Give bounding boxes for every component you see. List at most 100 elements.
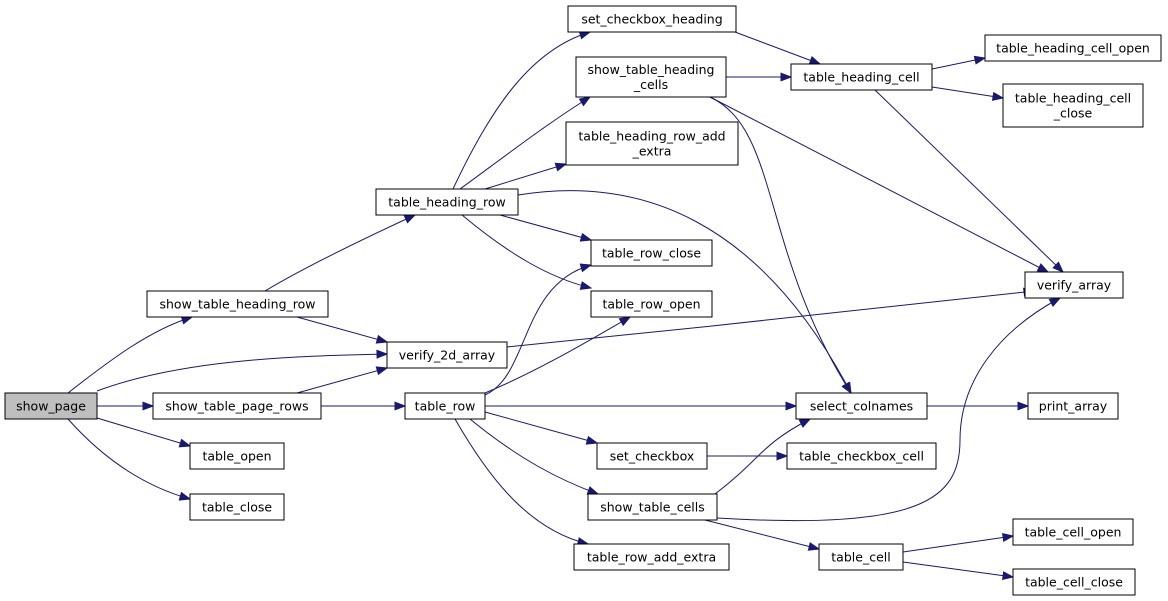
node-table_row_add_extra[interactable]: table_row_add_extra	[573, 543, 730, 571]
node-table_row[interactable]: table_row	[404, 392, 486, 420]
node-print_array[interactable]: print_array	[1027, 392, 1119, 420]
arrowhead	[178, 491, 192, 501]
edge-table_heading_row-to-show_table_heading_cells	[459, 96, 592, 190]
node-table_close[interactable]: table_close	[189, 493, 285, 521]
arrowhead	[142, 401, 155, 411]
arrowhead	[579, 232, 593, 242]
arrowhead	[1017, 401, 1030, 411]
arrowhead	[394, 401, 407, 411]
node-table_heading_cell[interactable]: table_heading_cell	[790, 63, 933, 91]
node-table_checkbox_cell[interactable]: table_checkbox_cell	[786, 442, 937, 470]
arrowhead	[578, 96, 592, 107]
nodes-layer: show_page show_table_heading_row verify_2d…	[4, 5, 1162, 596]
edge-set_checkbox_heading-to-table_heading_cell	[734, 31, 822, 65]
node-label: show_table_heading	[587, 62, 714, 77]
arrowhead	[808, 56, 822, 65]
node-box	[818, 543, 904, 571]
node-show_table_heading_cells[interactable]: show_table_heading_cells	[575, 56, 727, 98]
node-box	[189, 442, 285, 470]
node-box	[575, 56, 727, 98]
arrowhead	[1052, 261, 1065, 273]
edge-table_cell-to-table_cell_close	[902, 561, 1015, 581]
node-table_heading_row[interactable]: table_heading_row	[375, 188, 519, 216]
arrowhead	[618, 316, 632, 327]
node-table_open[interactable]: table_open	[189, 442, 285, 470]
arrowhead	[1002, 533, 1015, 542]
node-label: table_row_open	[602, 297, 700, 312]
node-box	[590, 239, 713, 267]
node-select_colnames[interactable]: select_colnames	[795, 392, 928, 420]
node-set_checkbox[interactable]: set_checkbox	[596, 442, 708, 470]
arrowhead	[585, 435, 599, 445]
node-box	[573, 543, 730, 571]
edge-show_page-to-table_open	[96, 417, 192, 448]
node-table_cell_close[interactable]: table_cell_close	[1012, 568, 1136, 596]
node-label: table_cell_close	[1025, 575, 1123, 590]
edge-show_table_cells-to-verify_array	[716, 297, 1062, 522]
arrowhead	[375, 366, 389, 376]
edge-show_table_heading_cells-to-verify_array	[709, 96, 1050, 273]
arrowhead	[1036, 263, 1050, 273]
node-label: table_heading_cell_open	[996, 41, 1150, 56]
node-verify_array[interactable]: verify_array	[1024, 271, 1124, 299]
node-label: table_row_close	[602, 246, 701, 261]
arrowhead	[991, 91, 1005, 101]
node-table_cell[interactable]: table_cell	[818, 543, 904, 571]
node-label: table_heading_row	[388, 195, 505, 210]
node-box	[786, 442, 937, 470]
node-box	[587, 493, 718, 521]
node-label: verify_2d_array	[399, 348, 496, 363]
node-box	[1002, 83, 1144, 128]
node-show_table_page_rows[interactable]: show_table_page_rows	[152, 392, 322, 420]
edge-show_table_page_rows-to-table_row	[321, 401, 407, 411]
node-table_heading_cell_open[interactable]: table_heading_cell_open	[984, 34, 1162, 62]
node-label: _extra	[632, 144, 672, 159]
node-table_heading_row_add_extra[interactable]: table_heading_row_add_extra	[565, 121, 739, 166]
node-label: table_heading_cell	[803, 70, 919, 85]
arrowhead	[780, 72, 793, 82]
arrowhead	[178, 438, 192, 448]
edge-select_colnames-to-print_array	[927, 401, 1030, 411]
arrowhead	[1002, 571, 1015, 581]
node-show_page[interactable]: show_page	[4, 392, 98, 420]
arrowhead	[579, 281, 593, 290]
edge-set_checkbox-to-table_checkbox_cell	[707, 451, 789, 461]
node-label: table_cell	[831, 550, 890, 565]
node-show_table_heading_row[interactable]: show_table_heading_row	[146, 290, 329, 318]
node-table_row_open[interactable]: table_row_open	[590, 290, 713, 318]
edges-layer	[67, 30, 1065, 581]
node-table_cell_open[interactable]: table_cell_open	[1012, 518, 1134, 546]
node-label: show_page	[16, 399, 86, 414]
node-box	[984, 34, 1162, 62]
arrowhead	[375, 334, 389, 344]
node-table_heading_cell_close[interactable]: table_heading_cell_close	[1002, 83, 1144, 128]
node-set_checkbox_heading[interactable]: set_checkbox_heading	[567, 5, 737, 33]
edge-table_row-to-set_checkbox	[484, 411, 599, 445]
node-label: _cells	[633, 77, 668, 92]
arrowhead	[841, 381, 852, 395]
edge-show_table_cells-to-table_cell	[704, 519, 821, 551]
node-label: set_checkbox_heading	[581, 12, 722, 27]
edge-show_table_heading_cells-to-table_heading_cell	[726, 72, 793, 82]
node-box	[1024, 271, 1124, 299]
arrowhead	[807, 542, 821, 551]
edge-table_row-to-table_row_close	[484, 263, 593, 396]
edge-table_row-to-table_row_add_extra	[454, 418, 590, 546]
edge-table_row-to-table_row_open	[484, 316, 632, 394]
node-label: table_heading_row_add	[578, 129, 725, 144]
node-table_row_close[interactable]: table_row_close	[590, 239, 713, 267]
edge-table_heading_row-to-table_row_open	[461, 214, 593, 290]
arrowhead	[798, 418, 812, 428]
node-label: show_table_cells	[600, 500, 705, 515]
node-show_table_cells[interactable]: show_table_cells	[587, 493, 718, 521]
arrowhead	[973, 55, 987, 65]
edge-table_row-to-show_table_cells	[469, 418, 600, 495]
edge-show_page-to-show_table_page_rows	[97, 401, 155, 411]
node-verify_2d_array[interactable]: verify_2d_array	[386, 341, 508, 369]
edge-show_table_page_rows-to-verify_2d_array	[296, 366, 389, 394]
edge-verify_2d_array-to-verify_array	[506, 287, 1036, 348]
node-box	[386, 341, 508, 369]
node-box	[146, 290, 329, 318]
arrowhead	[785, 401, 798, 411]
edge-show_table_cells-to-select_colnames	[714, 418, 812, 495]
